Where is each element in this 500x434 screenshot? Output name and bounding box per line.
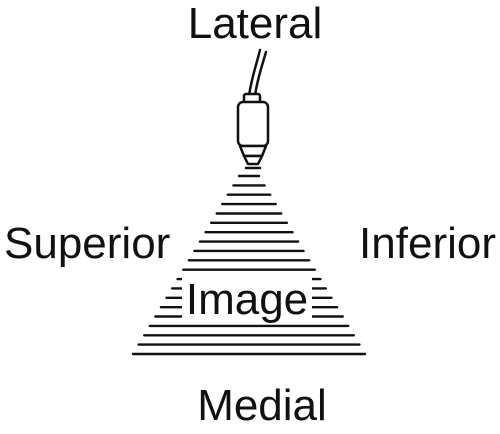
probe-tip	[242, 154, 264, 166]
probe-cable	[247, 48, 262, 98]
probe-cable	[253, 50, 268, 98]
label-medial: Medial	[197, 381, 327, 430]
label-superior: Superior	[4, 219, 170, 268]
label-image: Image	[186, 275, 308, 324]
probe-neck	[238, 144, 268, 158]
label-inferior: Inferior	[359, 219, 496, 268]
image-label-backdrop	[182, 276, 312, 322]
probe-body	[236, 100, 270, 148]
ultrasound-transducer-icon	[236, 48, 270, 170]
label-lateral: Lateral	[188, 0, 323, 48]
